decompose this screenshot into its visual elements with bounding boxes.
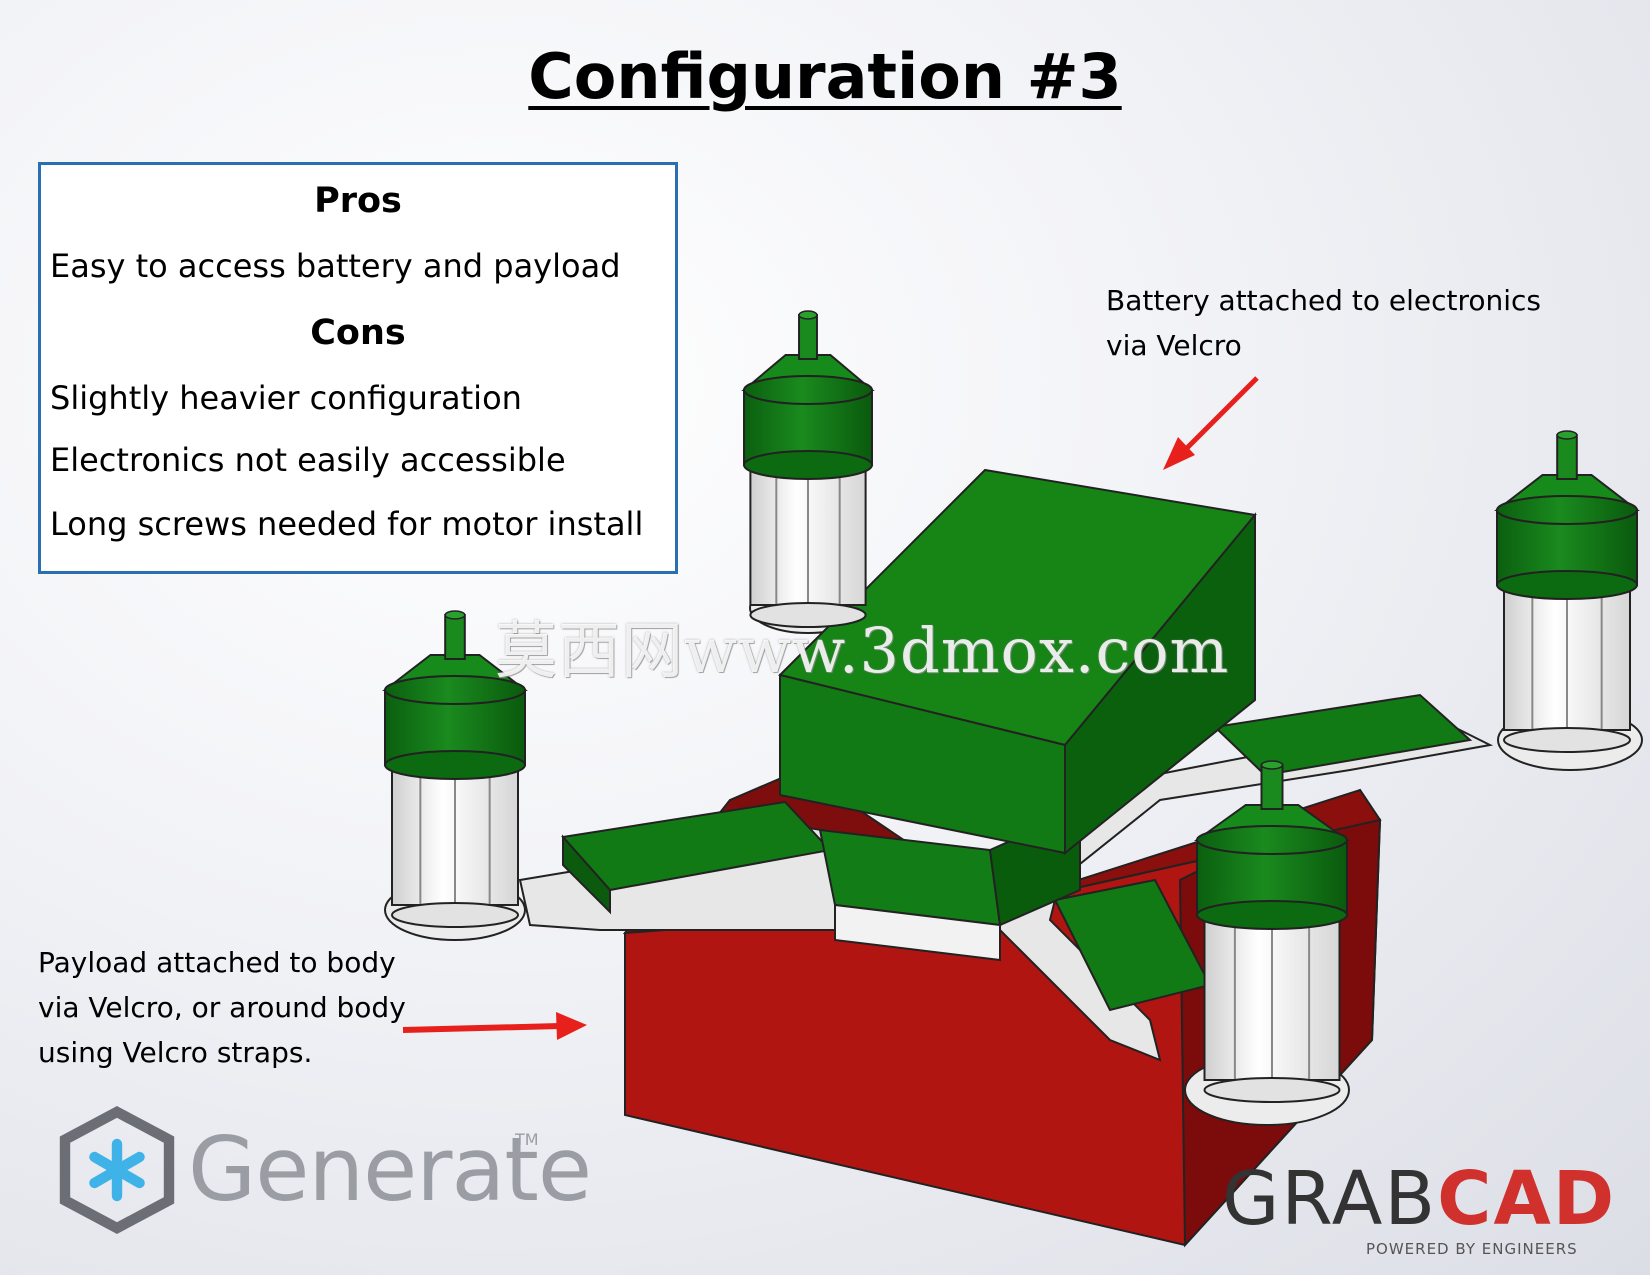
grabcad-logo: GRABCAD [1222, 1162, 1616, 1236]
motor-rear-right [1494, 430, 1640, 753]
pros-cons-panel: Pros Easy to access battery and payload … [38, 162, 678, 574]
arm-plates [561, 693, 1473, 1012]
battery-box [778, 468, 1257, 856]
cons-item: Slightly heavier configuration [50, 379, 522, 417]
grabcad-logo-grab: GRAB [1222, 1156, 1438, 1242]
payload-annotation: Payload attached to body via Velcro, or … [38, 940, 406, 1075]
annotation-line: via Velcro, or around body [38, 991, 406, 1024]
motor-front-right [1193, 760, 1351, 1103]
cons-item: Electronics not easily accessible [50, 441, 566, 479]
annotation-line: Battery attached to electronics [1106, 284, 1541, 317]
cons-heading: Cons [310, 313, 406, 353]
annotation-line: Payload attached to body [38, 946, 396, 979]
annotation-line: using Velcro straps. [38, 1036, 313, 1069]
annotation-line: via Velcro [1106, 329, 1242, 362]
pros-heading: Pros [314, 181, 402, 221]
battery-annotation: Battery attached to electronics via Velc… [1106, 278, 1541, 368]
annotation-arrows [402, 376, 1259, 1040]
grabcad-tagline: POWERED BY ENGINEERS [1366, 1240, 1578, 1258]
motor-front-left [382, 610, 528, 928]
generate-logo-icon [59, 1106, 175, 1234]
cons-item: Long screws needed for motor install [50, 505, 644, 543]
watermark-text: 莫西网www.3dmox.com [495, 614, 1230, 687]
grabcad-logo-cad: CAD [1437, 1156, 1617, 1242]
generate-logo-text: Generate [188, 1118, 592, 1221]
slide-title: Configuration #3 [528, 40, 1122, 113]
pros-item: Easy to access battery and payload [50, 247, 621, 285]
motor-rear-left [741, 310, 875, 628]
generate-trademark: TM [515, 1130, 539, 1149]
motors [382, 310, 1640, 1103]
